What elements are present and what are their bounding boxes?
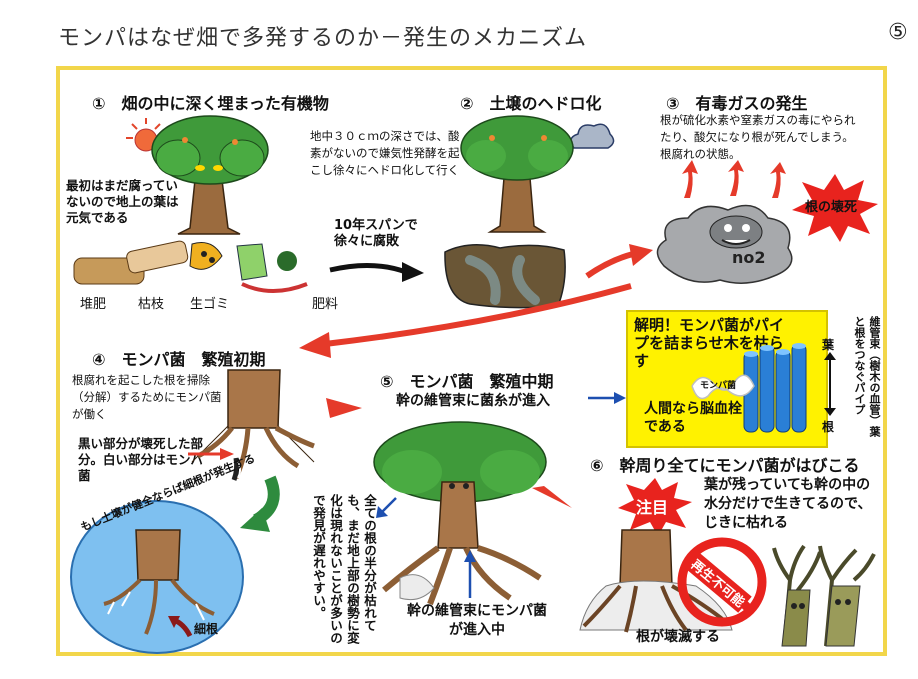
- step5-bottom-text: 幹の維管束にモンパ菌が進入中: [402, 602, 552, 640]
- red-return-arrow-icon: [295, 284, 635, 364]
- dead-trees-icon: [770, 540, 880, 650]
- page-title: モンパはなぜ畑で多発するのか－発生のメカニズム: [58, 20, 587, 52]
- gas-label: no2: [732, 248, 766, 267]
- black-arrow-icon: [328, 256, 428, 286]
- leaf-label: 葉: [822, 336, 834, 353]
- label-dead-branch: 枯枝: [138, 293, 164, 312]
- maroon-arrow-icon: [164, 614, 194, 638]
- red-triangle-left-icon: [324, 396, 364, 420]
- step6-note: 葉が残っていても幹の中の水分だけで生きてるので、じきに枯れる: [704, 476, 884, 533]
- roots-destroyed-text: 根が壊滅する: [636, 626, 720, 646]
- upward-arrows-icon: [680, 160, 790, 200]
- step5-subtitle: 幹の維管束に菌糸が進入: [396, 390, 550, 410]
- step5-vertical-note: 全ての根の半分が枯れても、まだ地上部の樹勢に変化は現れないことが多いので発見が遅…: [300, 494, 378, 654]
- label-kitchen-waste: 生ゴミ: [190, 293, 229, 312]
- burst-text: 根の壊死: [805, 196, 857, 215]
- toxic-gas-cloud-icon: [650, 196, 800, 286]
- page-number: ⑤: [888, 20, 908, 45]
- step3-note: 根が硫化水素や窒素ガスの毒にやられたり、酸欠になり根が死んでしまう。根腐れの状態…: [660, 112, 860, 163]
- root-label: 根: [822, 418, 834, 435]
- organic-matter-icon: [72, 236, 322, 298]
- step1-note: 地中３０ｃｍの深さでは、酸素がないので嫌気性発酵を起こし徐々にヘドロ化して行く: [310, 128, 460, 179]
- double-arrow-icon: [824, 352, 836, 416]
- human-analogy-text: 人間なら脳血栓である: [644, 400, 744, 436]
- ten-year-span-text: 10年スパンで徐々に腐敗: [334, 218, 434, 250]
- step6-title: ⑥ 幹周り全てにモンパ菌がはびこる: [590, 452, 860, 476]
- tree-step2-icon: [452, 108, 582, 233]
- fine-root-label: 細根: [194, 620, 218, 637]
- label-compost: 堆肥: [80, 293, 106, 312]
- blue-arrow-up-icon: [462, 548, 478, 600]
- fungus-label: モンパ菌: [700, 378, 736, 391]
- attention-badge: 注目: [636, 494, 668, 518]
- small-red-arrow-icon: [186, 446, 236, 462]
- red-triangle-right-icon: [530, 484, 574, 512]
- step1-left-note: 最初はまだ腐っていないので地上の葉は元気である: [66, 178, 181, 226]
- red-arrow-icon: [585, 240, 655, 280]
- step3-title: ③ 有毒ガスの発生: [666, 90, 808, 114]
- vascular-side-text: 維管束（樹木の血管）葉と根をつなぐパイプ: [842, 316, 882, 446]
- blue-arrow-to-box-icon: [586, 390, 626, 406]
- green-curved-arrow-icon: [236, 476, 286, 536]
- step5-title: ⑤ モンパ菌 繁殖中期: [380, 368, 554, 392]
